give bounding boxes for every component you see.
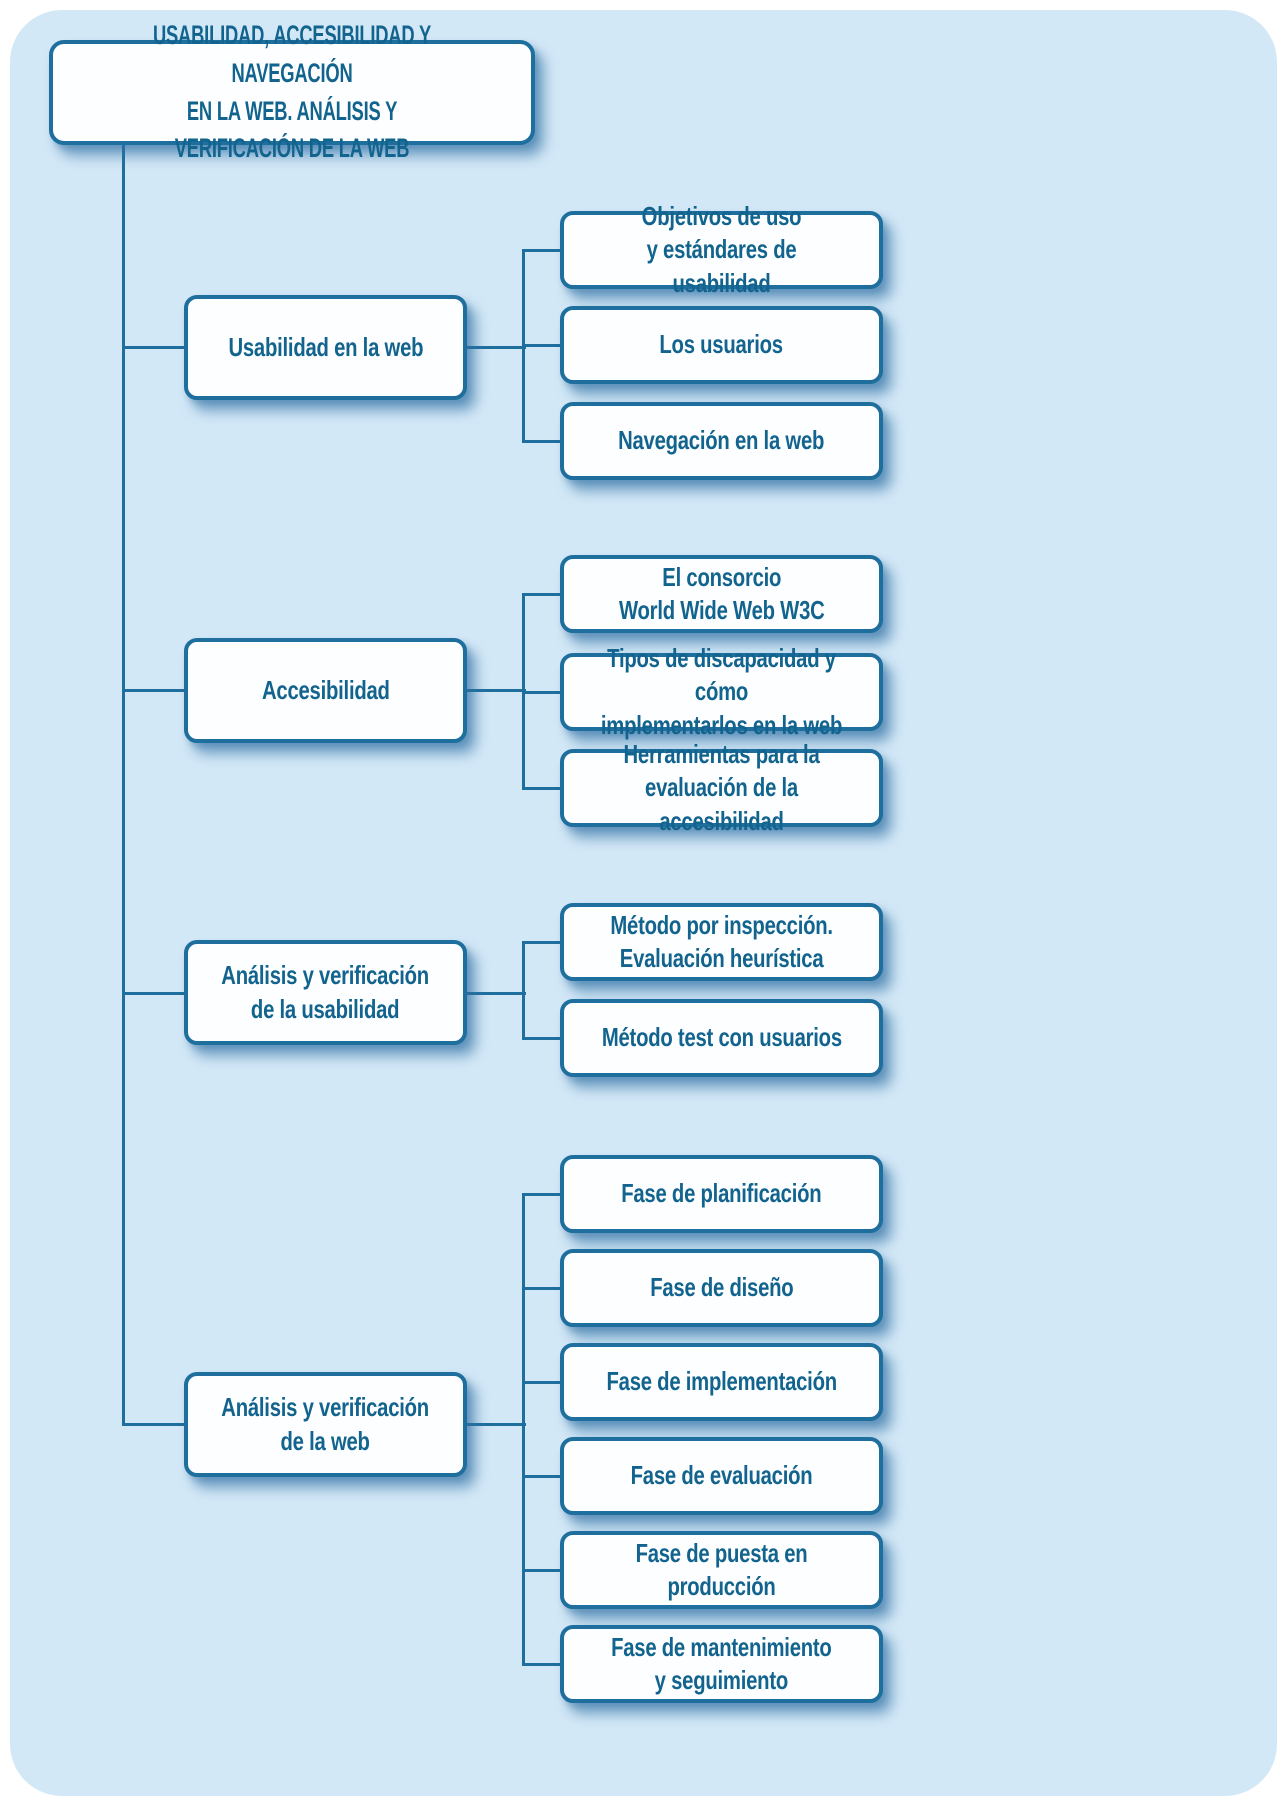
node-metodo-test-usuarios-label: Método test con usuarios: [601, 1022, 842, 1053]
node-fase-puesta-produccion: Fase de puesta en producción: [560, 1531, 883, 1609]
branch2-out-line: [465, 689, 526, 692]
node-objetivos-de-uso: Objetivos de uso y estándares de usabili…: [560, 201, 883, 298]
branch3-out-line: [465, 992, 526, 995]
node-objetivos-de-uso-label: Objetivos de uso y estándares de usabili…: [641, 201, 802, 298]
node-fase-implementacion: Fase de implementación: [560, 1343, 883, 1421]
node-consorcio-w3c: El consorcio World Wide Web W3C: [560, 555, 883, 633]
node-analisis-verificacion-usabilidad-label: Análisis y verificación de la usabilidad: [221, 960, 430, 1024]
node-metodo-inspeccion-heuristica-label: Método por inspección. Evaluación heurís…: [610, 909, 833, 973]
node-fase-puesta-produccion-label: Fase de puesta en producción: [635, 1537, 808, 1601]
node-herramientas-evaluacion-accesibilidad: Herramientas para la evaluación de la ac…: [560, 739, 883, 836]
node-metodo-inspeccion-heuristica: Método por inspección. Evaluación heurís…: [560, 903, 883, 981]
group4-child1-stub-line: [522, 1193, 562, 1196]
node-accesibilidad: Accesibilidad: [184, 638, 467, 743]
node-fase-mantenimiento-seguimiento-label: Fase de mantenimiento y seguimiento: [611, 1631, 832, 1695]
node-fase-evaluacion: Fase de evaluación: [560, 1437, 883, 1515]
node-navegacion-en-la-web: Navegación en la web: [560, 402, 883, 480]
node-los-usuarios-label: Los usuarios: [659, 329, 784, 360]
node-analisis-verificacion-web-label: Análisis y verificación de la web: [221, 1392, 430, 1456]
node-root-title-label: USABILIDAD, ACCESIBILIDAD Y NAVEGACIÓN E…: [152, 19, 432, 164]
group4-child4-stub-line: [522, 1475, 562, 1478]
group1-child1-stub-line: [522, 249, 562, 252]
node-usabilidad-en-la-web: Usabilidad en la web: [184, 295, 467, 400]
branch1-out-line: [465, 346, 526, 349]
branch4-stub-line: [122, 1423, 184, 1426]
node-fase-diseno: Fase de diseño: [560, 1249, 883, 1327]
group1-child3-stub-line: [522, 440, 562, 443]
node-fase-diseno-label: Fase de diseño: [649, 1272, 794, 1303]
node-navegacion-en-la-web-label: Navegación en la web: [618, 425, 825, 456]
group4-child2-stub-line: [522, 1287, 562, 1290]
node-analisis-verificacion-web: Análisis y verificación de la web: [184, 1372, 467, 1477]
group1-child2-stub-line: [522, 344, 562, 347]
node-fase-planificacion: Fase de planificación: [560, 1155, 883, 1233]
group2-child2-stub-line: [522, 691, 562, 694]
group4-vertical-line: [522, 1193, 525, 1666]
node-los-usuarios: Los usuarios: [560, 306, 883, 384]
group2-child1-stub-line: [522, 593, 562, 596]
node-analisis-verificacion-usabilidad: Análisis y verificación de la usabilidad: [184, 940, 467, 1045]
branch1-stub-line: [122, 346, 184, 349]
node-fase-planificacion-label: Fase de planificación: [621, 1178, 822, 1209]
group3-child1-stub-line: [522, 941, 562, 944]
branch3-stub-line: [122, 992, 184, 995]
node-consorcio-w3c-label: El consorcio World Wide Web W3C: [618, 561, 825, 625]
group4-child5-stub-line: [522, 1569, 562, 1572]
group3-child2-stub-line: [522, 1037, 562, 1040]
node-usabilidad-en-la-web-label: Usabilidad en la web: [228, 331, 423, 362]
node-fase-mantenimiento-seguimiento: Fase de mantenimiento y seguimiento: [560, 1625, 883, 1703]
node-herramientas-evaluacion-accesibilidad-label: Herramientas para la evaluación de la ac…: [623, 739, 820, 836]
branch2-stub-line: [122, 689, 184, 692]
trunk-line: [122, 145, 125, 1425]
group4-child6-stub-line: [522, 1663, 562, 1666]
node-fase-implementacion-label: Fase de implementación: [606, 1366, 837, 1397]
group2-child3-stub-line: [522, 787, 562, 790]
node-fase-evaluacion-label: Fase de evaluación: [630, 1460, 813, 1491]
node-accesibilidad-label: Accesibilidad: [261, 674, 390, 705]
branch4-out-line: [465, 1423, 526, 1426]
node-tipos-de-discapacidad-label: Tipos de discapacidad y cómo implementar…: [600, 643, 843, 740]
node-root-title: USABILIDAD, ACCESIBILIDAD Y NAVEGACIÓN E…: [49, 20, 535, 163]
node-metodo-test-usuarios: Método test con usuarios: [560, 999, 883, 1077]
group3-vertical-line: [522, 941, 525, 1040]
group4-child3-stub-line: [522, 1381, 562, 1384]
node-tipos-de-discapacidad: Tipos de discapacidad y cómo implementar…: [560, 643, 883, 740]
